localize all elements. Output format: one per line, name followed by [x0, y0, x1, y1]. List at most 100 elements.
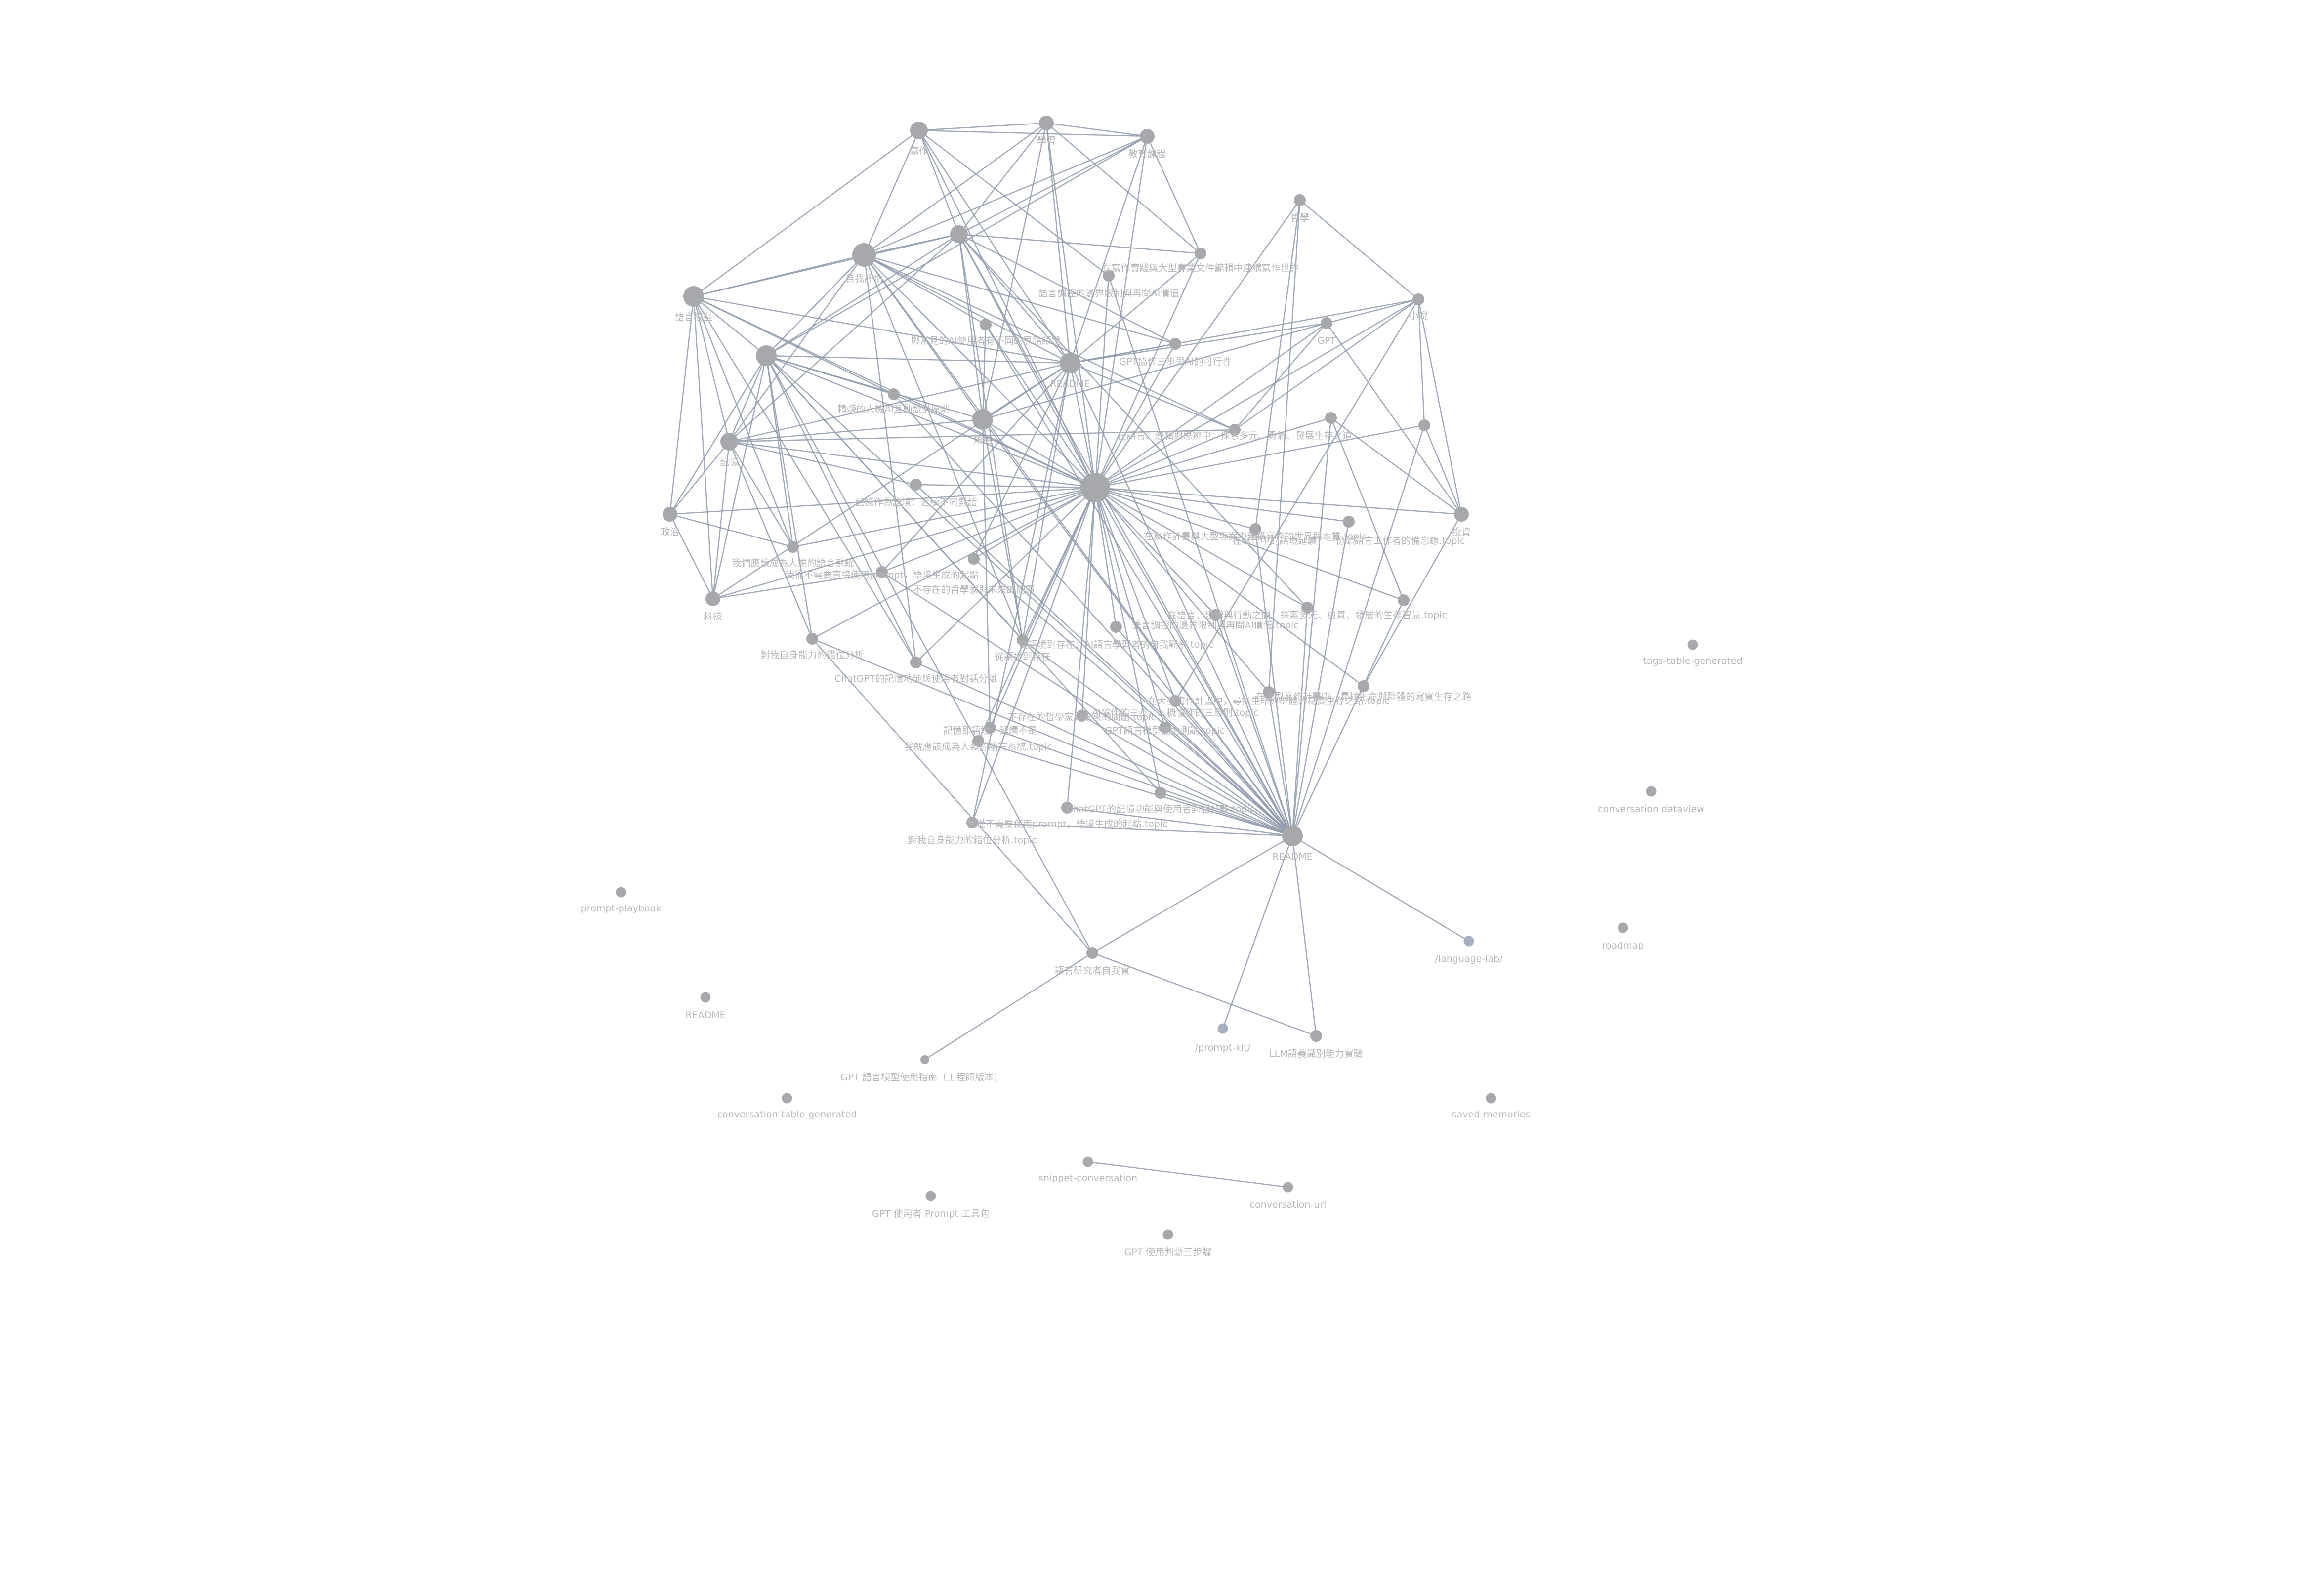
graph-node[interactable]	[1454, 507, 1469, 522]
graph-node[interactable]	[910, 122, 928, 139]
graph-node[interactable]	[910, 657, 922, 668]
graph-node-label: 我從不需要直接使用prompt，語境生成的起點	[785, 570, 979, 580]
graph-node[interactable]	[950, 225, 968, 243]
graph-node[interactable]	[787, 541, 799, 553]
graph-node[interactable]	[910, 479, 922, 491]
graph-node[interactable]	[1155, 787, 1166, 799]
graph-node[interactable]	[720, 433, 738, 451]
graph-node[interactable]	[1103, 270, 1115, 282]
graph-node[interactable]	[756, 345, 777, 366]
graph-node[interactable]	[1162, 1229, 1173, 1240]
graph-node[interactable]	[980, 319, 992, 330]
graph-node[interactable]	[1646, 786, 1657, 797]
graph-node[interactable]	[1301, 602, 1313, 614]
graph-node[interactable]	[1358, 680, 1370, 692]
graph-edge	[1092, 835, 1293, 954]
graph-edge	[1095, 487, 1308, 609]
graph-node[interactable]	[1169, 338, 1181, 350]
graph-node[interactable]	[1486, 1093, 1496, 1104]
graph-node-label: conversation-url	[1250, 1199, 1327, 1210]
graph-node[interactable]	[1169, 695, 1181, 707]
graph-node[interactable]	[920, 1055, 929, 1064]
graph-edge	[1174, 299, 1419, 702]
graph-node[interactable]	[1209, 609, 1221, 621]
graph-node[interactable]	[1195, 248, 1206, 259]
graph-node[interactable]	[1618, 922, 1628, 933]
graph-node[interactable]	[616, 887, 626, 898]
graph-node[interactable]	[1039, 116, 1054, 130]
graph-node[interactable]	[1310, 1030, 1322, 1042]
graph-node[interactable]	[1294, 194, 1306, 206]
graph-node[interactable]	[1463, 936, 1474, 947]
graph-edge	[864, 254, 1096, 488]
graph-node[interactable]	[1418, 419, 1430, 431]
graph-node[interactable]	[1110, 621, 1122, 633]
graph-edge	[1326, 323, 1462, 515]
graph-edge	[792, 487, 1096, 548]
graph-edge	[729, 234, 959, 442]
graph-edge	[1087, 1161, 1288, 1188]
graph-edge	[1069, 136, 1148, 364]
graph-node[interactable]	[876, 566, 888, 578]
graph-node[interactable]	[1076, 710, 1088, 722]
graph-node-label: README	[1050, 378, 1090, 389]
graph-node[interactable]	[1080, 473, 1110, 502]
graph-node[interactable]	[806, 633, 818, 645]
graph-node[interactable]	[1282, 826, 1303, 846]
graph-edge	[881, 363, 1071, 573]
graph-node[interactable]	[1687, 639, 1698, 650]
graph-edge	[1094, 487, 1176, 702]
graph-node[interactable]	[782, 1093, 792, 1104]
graph-node[interactable]	[1229, 424, 1241, 436]
graph-edge	[864, 254, 986, 326]
graph-node[interactable]	[984, 722, 996, 734]
graph-node[interactable]	[1283, 1182, 1293, 1193]
graph-node-label: 對我自身能力的錯位分析.topic	[908, 835, 1037, 846]
graph-node[interactable]	[700, 992, 711, 1003]
graph-node[interactable]	[706, 591, 720, 606]
graph-edge	[1069, 363, 1096, 488]
graph-node[interactable]	[1217, 1023, 1228, 1034]
graph-edge	[915, 484, 1293, 836]
graph-node[interactable]	[1249, 523, 1261, 535]
graph-edge	[669, 514, 714, 599]
graph-node[interactable]	[1398, 594, 1410, 606]
graph-node[interactable]	[1017, 634, 1029, 646]
graph-node[interactable]	[852, 243, 876, 267]
graph-node[interactable]	[1325, 412, 1337, 424]
graph-edge	[990, 727, 1293, 837]
graph-node[interactable]	[1412, 293, 1424, 305]
graph-edge	[1046, 122, 1148, 137]
graph-edge	[1330, 417, 1462, 515]
graph-node[interactable]	[1082, 1156, 1093, 1167]
graph-node[interactable]	[966, 817, 978, 828]
graph-edge	[958, 233, 1176, 345]
graph-node-label: 政治	[661, 527, 679, 537]
graph-node[interactable]	[972, 409, 993, 430]
graph-node[interactable]	[1263, 686, 1275, 698]
graph-node[interactable]	[888, 388, 900, 400]
graph-node[interactable]	[968, 553, 980, 565]
graph-node[interactable]	[1343, 516, 1355, 528]
graph-node[interactable]	[1321, 317, 1332, 329]
graph-edge	[1095, 487, 1216, 616]
graph-node[interactable]	[683, 286, 704, 307]
graph-node[interactable]	[925, 1191, 936, 1201]
graph-node[interactable]	[1060, 353, 1080, 373]
graph-edge	[973, 487, 1096, 560]
graph-edge	[765, 355, 794, 547]
graph-node[interactable]	[1086, 947, 1098, 959]
graph-edge	[864, 123, 1047, 255]
graph-node-label: 寫作	[910, 146, 928, 157]
graph-edge	[863, 254, 917, 663]
graph-node[interactable]	[1159, 722, 1171, 734]
graph-edge	[1234, 323, 1327, 430]
graph-edge	[1417, 299, 1462, 515]
graph-node[interactable]	[1061, 802, 1073, 814]
graph-edge	[1146, 136, 1202, 254]
graph-node[interactable]	[663, 507, 677, 522]
graph-node[interactable]	[1140, 129, 1155, 144]
graph-node[interactable]	[972, 735, 984, 747]
graph-edge	[1094, 487, 1293, 836]
